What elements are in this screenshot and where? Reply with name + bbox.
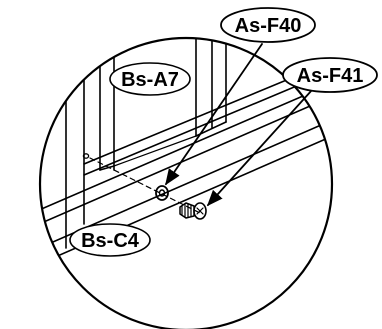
alignment-dashed-line [89, 157, 201, 214]
leader-arrow-as-f40 [165, 43, 263, 186]
callout-bs-c4: Bs-C4 [69, 223, 151, 257]
washer [155, 185, 169, 201]
label-as-f41: As-F41 [297, 65, 364, 87]
screw [179, 202, 207, 220]
label-bs-c4: Bs-C4 [81, 230, 140, 252]
screw-hole [82, 153, 90, 159]
callout-as-f41: As-F41 [282, 57, 378, 93]
label-bs-a7: Bs-A7 [121, 69, 179, 91]
callout-as-f40: As-F40 [220, 7, 316, 43]
leader-arrow-as-f41 [206, 89, 313, 207]
detail-circle [38, 36, 334, 329]
callout-bs-a7: Bs-A7 [109, 62, 191, 96]
label-as-f40: As-F40 [235, 15, 302, 37]
